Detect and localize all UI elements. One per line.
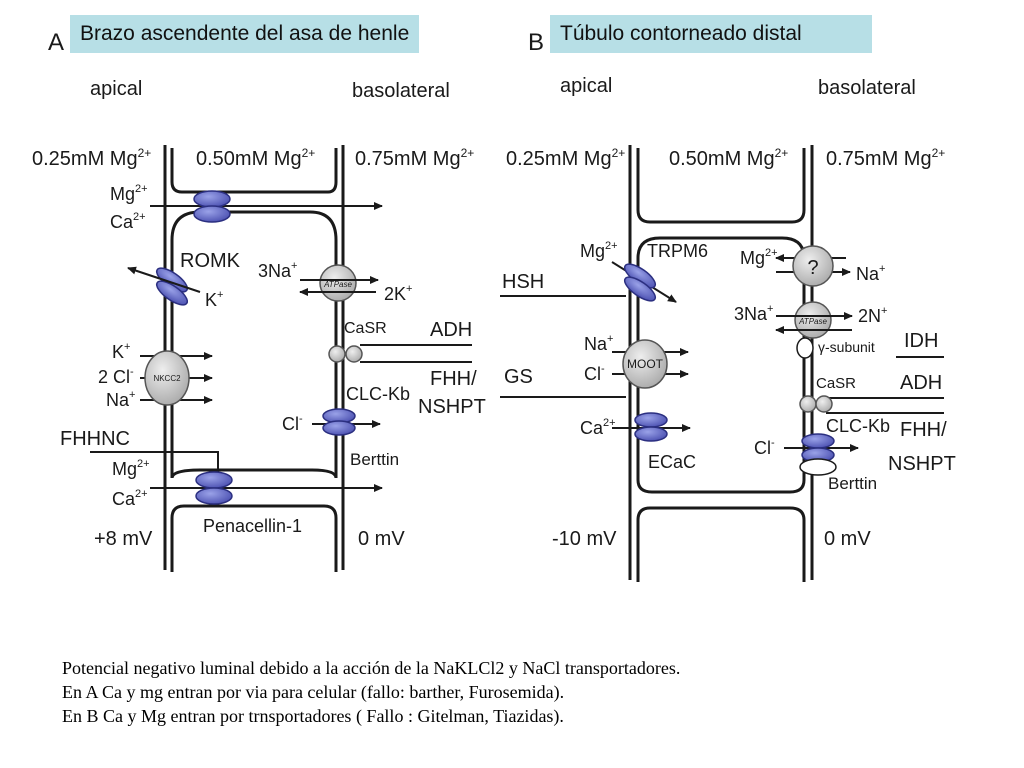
panel-b-unknown-exchanger	[792, 245, 834, 287]
panel-b-atpase-label: ATPase	[798, 317, 827, 326]
panel-a-penacellin-label: Penacellin-1	[203, 516, 302, 536]
panel-a-tight-junction-bottom-1	[195, 471, 233, 489]
panel-b-exchanger-na: Na+	[856, 263, 885, 284]
footer-notes: Potencial negativo luminal debido a la a…	[62, 656, 1002, 728]
panel-a-tight-junction-bottom-2	[195, 487, 233, 505]
panel-b-trpm6-channel-2	[623, 276, 657, 302]
panel-b-2n-label: 2N+	[858, 305, 887, 326]
panel-a-fhh-label: FHH/	[430, 368, 477, 390]
panel-b-basolateral-label: basolateral	[818, 77, 916, 99]
panel-a: A apical basolateral 0.25mM Mg2+ 0.50mM …	[32, 29, 486, 572]
panel-b-ecac-channel-1	[634, 412, 668, 428]
footer-line-2: En A Ca y mg entran por via para celular…	[62, 682, 565, 702]
panel-b-casr-receptor-2	[815, 395, 833, 413]
panel-a-atpase-label: ATPase	[323, 280, 352, 289]
panel-b-moot-label: MOOT	[627, 357, 664, 371]
panel-b-mv-right: 0 mV	[824, 528, 871, 550]
panel-b-moot-transporter	[622, 339, 668, 389]
panel-b-ecac-label: ECaC	[648, 452, 696, 472]
panel-a-romk-arrow	[127, 266, 201, 293]
footer-line-3: En B Ca y Mg entran por trnsportadores (…	[62, 706, 564, 726]
panel-a-ca-top-label: Ca2+	[110, 211, 146, 232]
panel-b-moot-cl: Cl-	[584, 363, 605, 384]
panel-a-nkcc2-na: Na+	[106, 389, 135, 410]
panel-b-gs-label: GS	[504, 366, 533, 388]
panel-b-gamma-subunit-label: γ-subunit	[818, 339, 875, 355]
panel-b-title: Túbulo contorneado distal	[550, 15, 872, 53]
panel-b-ecac-channel-2	[634, 426, 668, 442]
panel-b-trpm6-mg: Mg2+	[580, 240, 618, 261]
panel-a-clckb-channel-2	[322, 420, 356, 436]
panel-b-berttin-label: Berttin	[828, 474, 877, 493]
panel-b-3na-label: 3Na+	[734, 303, 773, 324]
panel-a-mg-bottom-label: Mg2+	[112, 458, 150, 479]
panel-a-tight-junction-top-2	[193, 205, 231, 223]
panel-b-adh-label: ADH	[900, 372, 942, 394]
panel-a-ca-bottom-label: Ca2+	[112, 488, 148, 509]
panel-b-casr-label: CaSR	[816, 375, 856, 392]
panel-a-mv-left: +8 mV	[94, 528, 153, 550]
panel-a-fhhnc-label: FHHNC	[60, 428, 130, 450]
panel-a-romk-k: K+	[205, 289, 223, 310]
panel-a-3na-label: 3Na+	[258, 260, 297, 281]
panel-a-cl-label: Cl-	[282, 413, 303, 434]
panel-b-ecac-ca: Ca2+	[580, 417, 616, 438]
panel-a-tight-junction-top-1	[193, 190, 231, 208]
footer-line-1: Potencial negativo luminal debido a la a…	[62, 658, 681, 678]
panel-b: B apical basolateral 0.25mM Mg2+ 0.50mM …	[500, 29, 956, 582]
panel-a-casr-receptor-2	[345, 345, 363, 363]
panel-b-question-mark: ?	[807, 257, 818, 279]
panel-a-2k-label: 2K+	[384, 283, 412, 304]
panel-b-berttin-shape	[799, 458, 837, 476]
panel-a-mg-middle: 0.50mM Mg2+	[196, 146, 315, 170]
panel-a-adh-label: ADH	[430, 319, 472, 341]
panel-a-mv-right: 0 mV	[358, 528, 405, 550]
panel-b-exchanger-mg: Mg2+	[740, 247, 778, 268]
panel-a-cell-walls	[163, 145, 345, 572]
panel-a-nkcc2-cl: 2 Cl-	[98, 366, 134, 387]
panel-b-clckb-channel-1	[801, 433, 835, 449]
panel-b-moot-na: Na+	[584, 333, 613, 354]
panel-a-nshpt-label: NSHPT	[418, 396, 486, 418]
panel-b-mg-middle: 0.50mM Mg2+	[669, 146, 788, 170]
panel-a-mg-top-label: Mg2+	[110, 183, 148, 204]
panel-a-apical-label: apical	[90, 78, 142, 100]
panel-a-nkcc2-k: K+	[112, 341, 130, 362]
panel-a-nkcc2-label: NKCC2	[153, 374, 181, 383]
panel-a-clckb-label: CLC-Kb	[346, 384, 410, 404]
panel-a-mg-apical: 0.25mM Mg2+	[32, 146, 151, 170]
panel-b-hsh-label: HSH	[502, 271, 544, 293]
panel-b-cl-label: Cl-	[754, 437, 775, 458]
panel-b-trpm6-label: TRPM6	[647, 241, 708, 261]
panel-a-berttin-label: Berttin	[350, 450, 399, 469]
panel-b-mg-apical: 0.25mM Mg2+	[506, 146, 625, 170]
panel-b-casr-receptor-1	[799, 395, 817, 413]
panel-b-apical-label: apical	[560, 75, 612, 97]
panel-b-fhh-label: FHH/	[900, 419, 947, 441]
panel-a-letter: A	[48, 29, 64, 56]
panel-b-mg-baso: 0.75mM Mg2+	[826, 146, 945, 170]
panel-a-mg-baso: 0.75mM Mg2+	[355, 146, 474, 170]
panel-a-basolateral-label: basolateral	[352, 80, 450, 102]
panel-b-mv-left: -10 mV	[552, 528, 617, 550]
panel-a-nkcc2-transporter	[144, 350, 190, 406]
panel-b-idh-label: IDH	[904, 330, 938, 352]
panel-b-letter: B	[528, 29, 544, 56]
panel-a-title: Brazo ascendente del asa de henle	[70, 15, 420, 53]
panel-b-gamma-subunit-shape	[796, 337, 814, 359]
panel-a-romk-label: ROMK	[180, 250, 241, 272]
panel-b-clckb-label: CLC-Kb	[826, 416, 890, 436]
panel-b-nshpt-label: NSHPT	[888, 453, 956, 475]
panel-a-casr-label: CaSR	[344, 320, 387, 337]
panel-a-casr-receptor-1	[328, 345, 346, 363]
panel-a-fhhnc-line	[90, 451, 219, 472]
